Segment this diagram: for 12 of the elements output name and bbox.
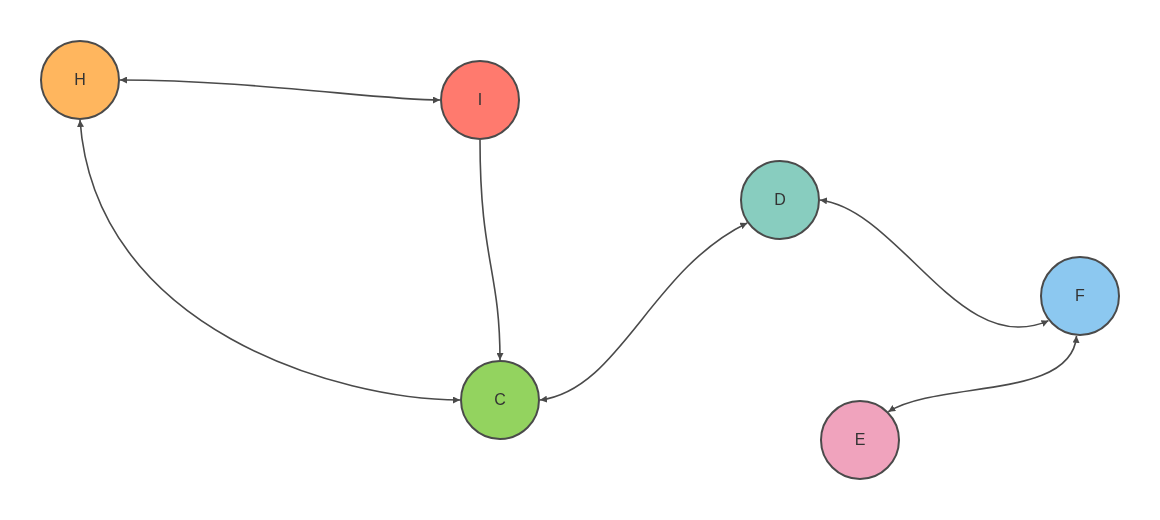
node-label: E <box>854 430 866 450</box>
node-label: I <box>477 90 483 110</box>
arrow <box>539 222 749 402</box>
arrow <box>887 335 1079 413</box>
arrow <box>119 76 441 104</box>
arrow <box>77 119 461 404</box>
node-label: F <box>1075 286 1085 306</box>
arrow <box>479 139 504 361</box>
node-label: H <box>74 70 86 90</box>
node-label: D <box>774 190 786 210</box>
node-label: C <box>494 390 506 410</box>
arrow <box>819 198 1050 328</box>
